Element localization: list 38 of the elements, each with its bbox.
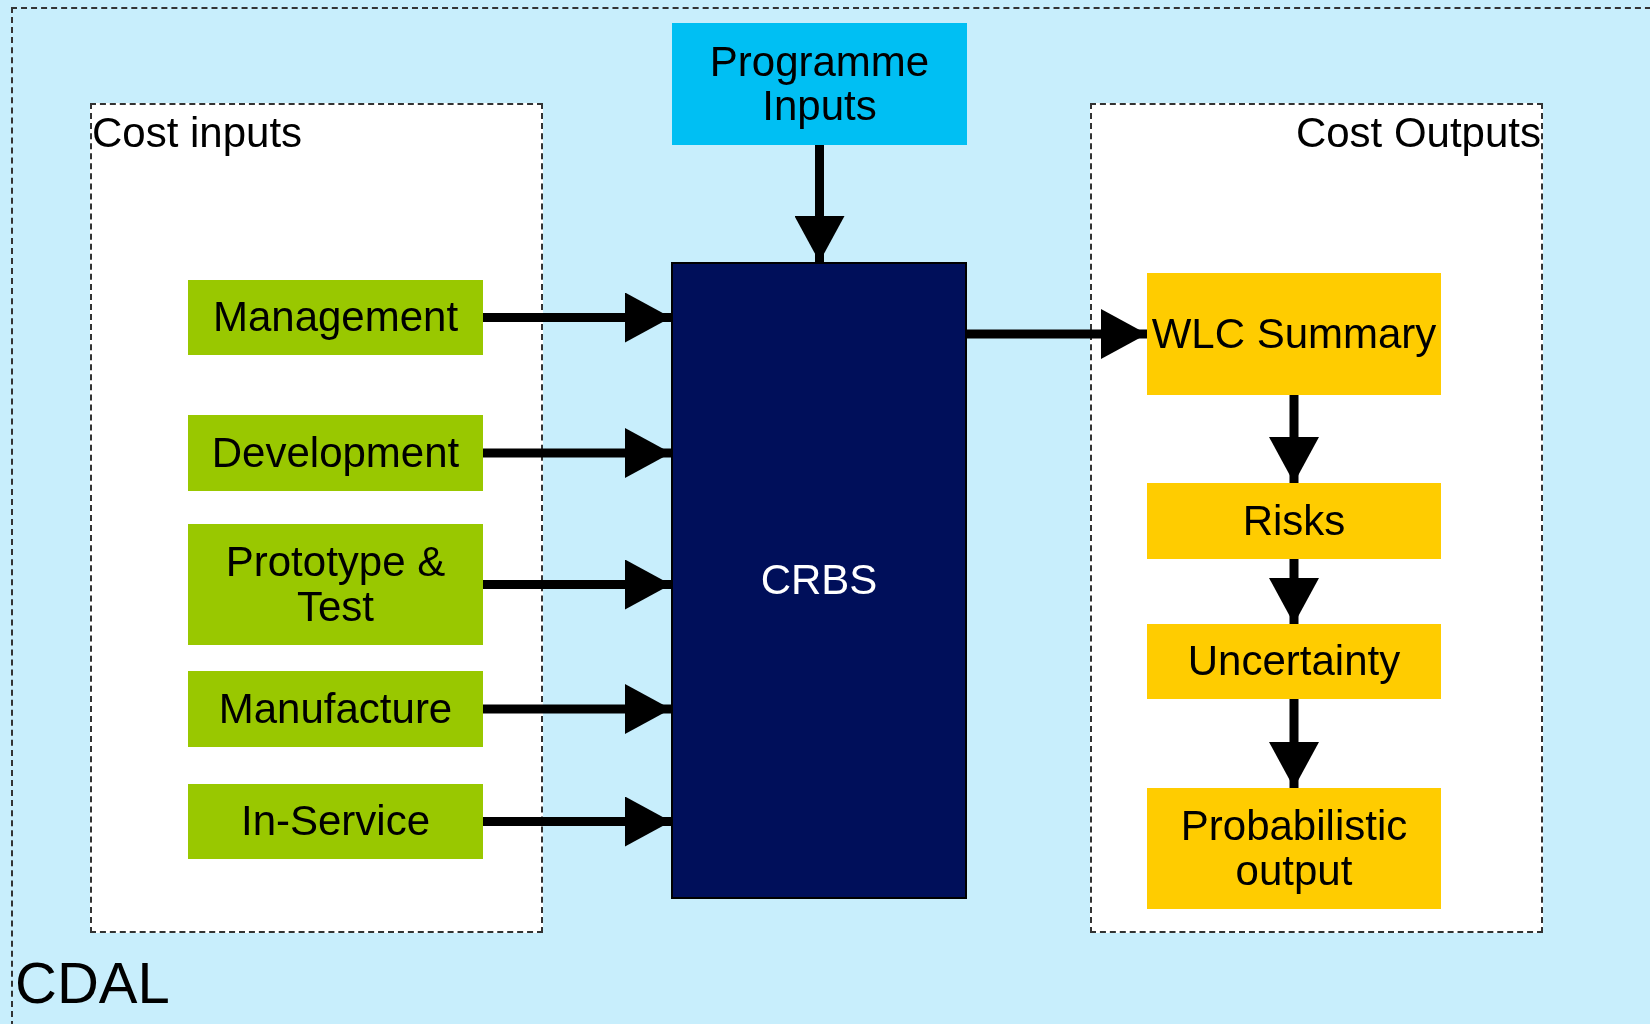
box-label: Management [212,295,459,340]
arrow [483,559,671,610]
arrow [794,145,845,262]
input-box [188,415,483,491]
box-label: Development [211,430,460,476]
output-box [1147,273,1441,395]
input-box [188,671,483,747]
arrow [483,292,671,343]
box-label: Probabilistic output [1179,804,1409,893]
box-label: WLC Summary [1151,311,1437,357]
arrow [1269,699,1319,788]
group-panel [1090,103,1543,933]
arrow [483,428,671,478]
region-title: Cost Outputs [1295,109,1541,157]
input-box [188,524,483,645]
box-label: Uncertainty [1187,639,1401,684]
box-label: Manufacture [218,686,453,732]
output-box [1147,624,1441,699]
box-label: Risks [1242,498,1346,544]
box-label: CRBS [760,558,878,603]
process-box [671,262,967,899]
output-box [1147,788,1441,909]
outer-region [11,7,1650,1024]
arrow [483,684,671,734]
region-title: CDAL [15,954,170,1012]
input-box [672,23,967,145]
arrow [1269,395,1319,483]
arrow [1269,559,1319,624]
input-box [188,784,483,859]
input-box [188,280,483,355]
output-box [1147,483,1441,559]
box-label: Programme Inputs [708,39,931,129]
arrow [483,796,671,847]
box-label: In-Service [240,799,431,844]
arrow [967,309,1147,359]
box-label: Prototype & Test [224,540,447,629]
group-panel [90,103,543,933]
region-title: Cost inputs [92,109,303,157]
